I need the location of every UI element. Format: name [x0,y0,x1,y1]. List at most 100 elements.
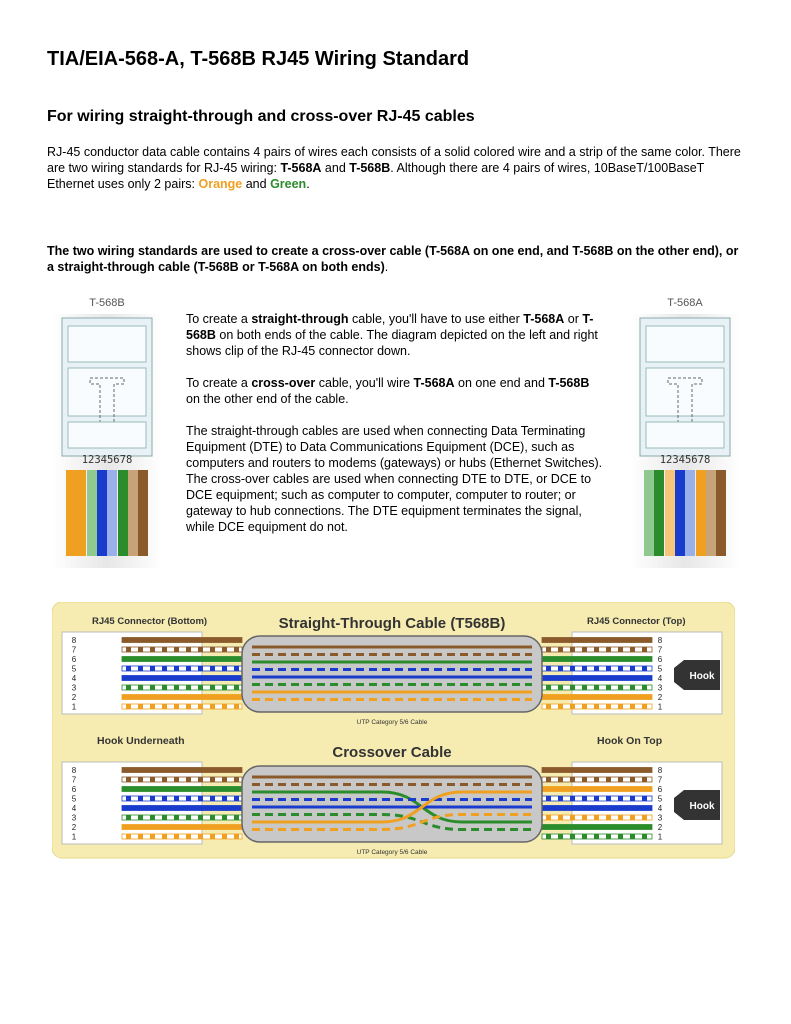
wire-stripe [150,647,155,652]
wire-blue-stripe [107,470,117,556]
top-left-wires [121,637,243,710]
st-text-f: T-568B [186,312,594,342]
straight-through-paragraph: To create a straight-through cable, you'… [186,311,606,359]
wire-stripe [162,815,167,820]
pin-label: 1 [72,703,77,712]
wire-stripe [126,796,131,801]
wire-stripe [210,796,215,801]
t568a-wires [644,470,726,556]
wire-stripe [138,777,143,782]
wire-stripe [210,815,215,820]
st-text-b: straight-through [251,312,349,326]
wire-stripe [582,647,587,652]
wire-stripe [642,704,647,709]
wire-stripe [198,666,203,671]
pin-label: 3 [658,684,663,693]
wire-stripe [186,666,191,671]
wire-stripe [222,834,227,839]
hook-bottom-shape [674,790,720,820]
left-connector-bottom-row [61,761,203,845]
wire-stripe [582,834,587,839]
connector-lower-panel [67,421,147,449]
wire-green-stripe [87,470,97,556]
wire-stripe [570,815,575,820]
wire [541,656,653,662]
wire-stripe [570,647,575,652]
wire-stripe [210,834,215,839]
wire [121,767,243,773]
wire-stripe [198,815,203,820]
hook-on-top-label: Hook On Top [597,735,662,747]
wire-stripe [174,796,179,801]
wire-stripe [186,815,191,820]
page-title: TIA/EIA-568-A, T-568B RJ45 Wiring Standa… [47,48,470,70]
wire-blue [675,470,685,556]
wire [121,637,243,643]
wire-stripe [618,815,623,820]
pin-label: 6 [72,785,77,794]
wire-stripe [546,815,551,820]
pin-label: 8 [658,636,663,645]
wire-stripe [174,666,179,671]
wire-stripe [150,685,155,690]
wire-stripe [582,796,587,801]
straight-cable-wires [252,645,532,701]
wire-stripe [222,777,227,782]
wire-stripe [594,796,599,801]
intro-text-1: RJ-45 conductor data cable contains 4 pa… [47,145,741,175]
wire [121,805,243,811]
wire-stripe [198,704,203,709]
intro-paragraph: RJ-45 conductor data cable contains 4 pa… [47,144,747,192]
hook-underneath-label: Hook Underneath [97,735,185,747]
wire-stripe [138,796,143,801]
wire-stripe [630,796,635,801]
wire-stripe [174,704,179,709]
co-text-b: cross-over [251,376,316,390]
wire-stripe [210,685,215,690]
wire-stripe [138,666,143,671]
wire-stripe [630,666,635,671]
wire-stripe [162,777,167,782]
wire-stripe [594,777,599,782]
wire-stripe [570,796,575,801]
wire-stripe [138,834,143,839]
wire-brown-stripe [706,470,716,556]
standards-paragraph: The two wiring standards are used to cre… [47,243,747,275]
wire-stripe [162,666,167,671]
wire-blue-stripe [685,470,695,556]
wire-stripe [606,834,611,839]
pin-label: 2 [72,693,77,702]
intro-green: Green [270,177,307,191]
wire-stripe [618,704,623,709]
wire-stripe [570,666,575,671]
connector-middle-panel [67,367,147,417]
wire-stripe [630,777,635,782]
page-subtitle: For wiring straight-through and cross-ov… [47,108,475,125]
connector-middle-panel [645,367,725,417]
utp-label-top: UTP Category 5/6 Cable [357,719,428,726]
wire-stripe [582,815,587,820]
wire-stripe [642,834,647,839]
connector-lower-panel [645,421,725,449]
wire [541,786,653,792]
wire-stripe [162,685,167,690]
st-text-c: cable, you'll have to use either [348,312,524,326]
wire-stripe [546,834,551,839]
wire-orange [76,470,86,556]
dte-dce-paragraph: The straight-through cables are used whe… [186,424,603,534]
wire-stripe [138,815,143,820]
pin-label: 7 [72,776,77,785]
wire-stripe [198,777,203,782]
pin-label: 5 [72,795,77,804]
pin-label: 6 [72,655,77,664]
pin-label: 6 [658,785,663,794]
wire-stripe [570,834,575,839]
pin-label: 4 [658,674,663,683]
wire-stripe [570,704,575,709]
wire-stripe [582,666,587,671]
wire-stripe [174,834,179,839]
intro-and-2: and [242,177,271,191]
wire-green [654,470,664,556]
cable-wiring-diagram: RJ45 Connector (Bottom) Straight-Through… [52,602,735,859]
